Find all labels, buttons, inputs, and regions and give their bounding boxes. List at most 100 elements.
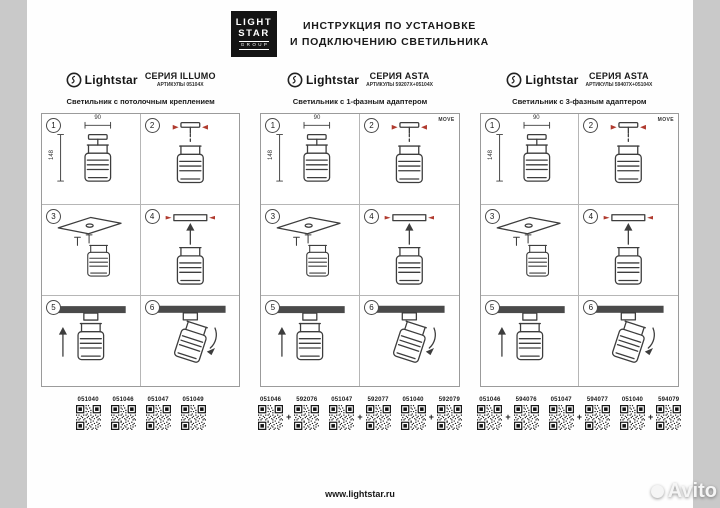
article-code-group: 051047 (146, 397, 171, 430)
right-margin-strip (693, 0, 720, 508)
qr-code (111, 405, 136, 430)
section-subtitle: Светильник с 3-фазным адаптером (512, 97, 647, 106)
dimension-width-label: 90 (94, 115, 101, 121)
step-number-badge: 4 (144, 209, 160, 224)
series-block: СЕРИЯ ILLUMO АРТИКУЛЫ 05104X (145, 71, 216, 88)
qr-code (401, 405, 426, 430)
step-number-badge: 3 (484, 209, 500, 224)
step-cell-4: 4 (359, 205, 459, 296)
article-code: 051040 (401, 397, 426, 430)
section-subtitle: Светильник с 1-фазным адаптером (292, 97, 428, 106)
article-number: 051047 (550, 397, 572, 403)
step-number-badge: 1 (265, 118, 281, 133)
lightstar-group-logo: LIGHT STAR GROUP (231, 11, 278, 57)
step-cell-6: 6 (579, 296, 678, 386)
column-header: Lightstar СЕРИЯ ILLUMO АРТИКУЛЫ 05104X (41, 71, 240, 88)
article-number: 592079 (438, 397, 460, 403)
article-number: 051047 (331, 397, 353, 403)
avito-logo-icon (650, 485, 664, 498)
step-cell-4: 4 (140, 205, 240, 296)
plus-sign: + (357, 412, 363, 422)
step-number-badge: 5 (46, 300, 61, 315)
articles-label: АРТИКУЛЫ 05104X (156, 82, 204, 88)
qr-code (146, 405, 171, 430)
column-header: Lightstar СЕРИЯ ASTA АРТИКУЛЫ 59407X+051… (480, 71, 679, 88)
step-cell-1: 1 90 148 (261, 114, 360, 205)
article-code: 051046 (477, 397, 502, 430)
article-code-group: 051046 +592076 (258, 397, 319, 430)
page-header: LIGHT STAR GROUP ИНСТРУКЦИЯ ПО УСТАНОВКЕ… (27, 0, 693, 57)
logo-line: GROUP (238, 40, 270, 50)
article-number: 594079 (658, 397, 680, 403)
articles-label: АРТИКУЛЫ 59407X+05104X (585, 82, 653, 88)
article-number: 051040 (621, 397, 644, 403)
series-label: СЕРИЯ ASTA (588, 71, 649, 81)
article-code: 592077 (366, 397, 391, 430)
step-number-badge: 2 (363, 118, 379, 133)
step-number-badge: 1 (484, 118, 500, 133)
move-label: MOVE (438, 117, 455, 123)
plus-sign: + (428, 412, 434, 422)
column-asta-3phase: Lightstar СЕРИЯ ASTA АРТИКУЛЫ 59407X+051… (480, 71, 679, 430)
article-code-group: 051046 +594076 (477, 397, 538, 430)
step-cell-5: 5 (481, 296, 580, 386)
article-number: 051040 (77, 397, 99, 403)
step-number-badge: 6 (583, 300, 599, 315)
step-cell-3: 3 (261, 205, 360, 296)
article-code-group: 051040+594079 (620, 397, 681, 430)
column-illumo: Lightstar СЕРИЯ ILLUMO АРТИКУЛЫ 05104X С… (41, 71, 241, 430)
step-cell-3: 3 (42, 205, 141, 296)
step-cell-6: 6 (360, 296, 459, 386)
plus-sign: + (286, 412, 292, 422)
columns-row: Lightstar СЕРИЯ ILLUMO АРТИКУЛЫ 05104X С… (27, 71, 693, 430)
lightstar-logo-icon (287, 72, 303, 88)
article-number: 592077 (367, 397, 389, 403)
dimension-height-label: 148 (268, 149, 275, 160)
article-code: 051047 (146, 397, 171, 430)
article-number: 594076 (515, 397, 537, 403)
qr-code (329, 405, 354, 430)
qr-code (514, 405, 539, 430)
qr-code (477, 405, 502, 430)
qr-code (549, 405, 574, 430)
qr-code (437, 405, 462, 430)
article-number: 592076 (296, 397, 318, 403)
article-number: 594077 (586, 397, 609, 403)
instruction-sheet: LIGHT STAR GROUP ИНСТРУКЦИЯ ПО УСТАНОВКЕ… (27, 0, 693, 508)
logo-line: STAR (238, 27, 270, 39)
step-number-badge: 3 (46, 209, 61, 224)
page-title-line2: И ПОДКЛЮЧЕНИЮ СВЕТИЛЬНИКА (290, 36, 489, 48)
plus-sign: + (576, 412, 582, 422)
article-code: 051049 (181, 397, 206, 430)
brand-name: Lightstar (525, 72, 579, 87)
step-number-badge: 5 (265, 300, 281, 315)
series-label: СЕРИЯ ILLUMO (144, 71, 216, 81)
article-code: 051040 (76, 397, 101, 430)
qr-code (294, 405, 319, 430)
qr-code (76, 405, 101, 430)
step-number-badge: 4 (363, 209, 379, 224)
qr-code (181, 405, 206, 430)
article-code: 594076 (514, 397, 539, 430)
website-url: www.lightstar.ru (325, 489, 395, 499)
article-number: 051046 (479, 397, 501, 403)
article-code: 051040 (620, 397, 645, 430)
brand-block: Lightstar (287, 72, 359, 88)
step-cell-4: 4 (579, 205, 678, 296)
article-number: 051046 (259, 397, 282, 403)
article-code: 051047 (329, 397, 354, 430)
left-margin-strip (0, 0, 27, 508)
step-cell-5: 5 (42, 296, 141, 386)
dimension-width-label: 90 (313, 115, 321, 121)
plus-sign: + (505, 412, 511, 422)
article-code: 051047 (549, 397, 574, 430)
step-number-badge: 6 (363, 300, 379, 315)
series-block: СЕРИЯ ASTA АРТИКУЛЫ 59207X+05104X (366, 71, 433, 88)
